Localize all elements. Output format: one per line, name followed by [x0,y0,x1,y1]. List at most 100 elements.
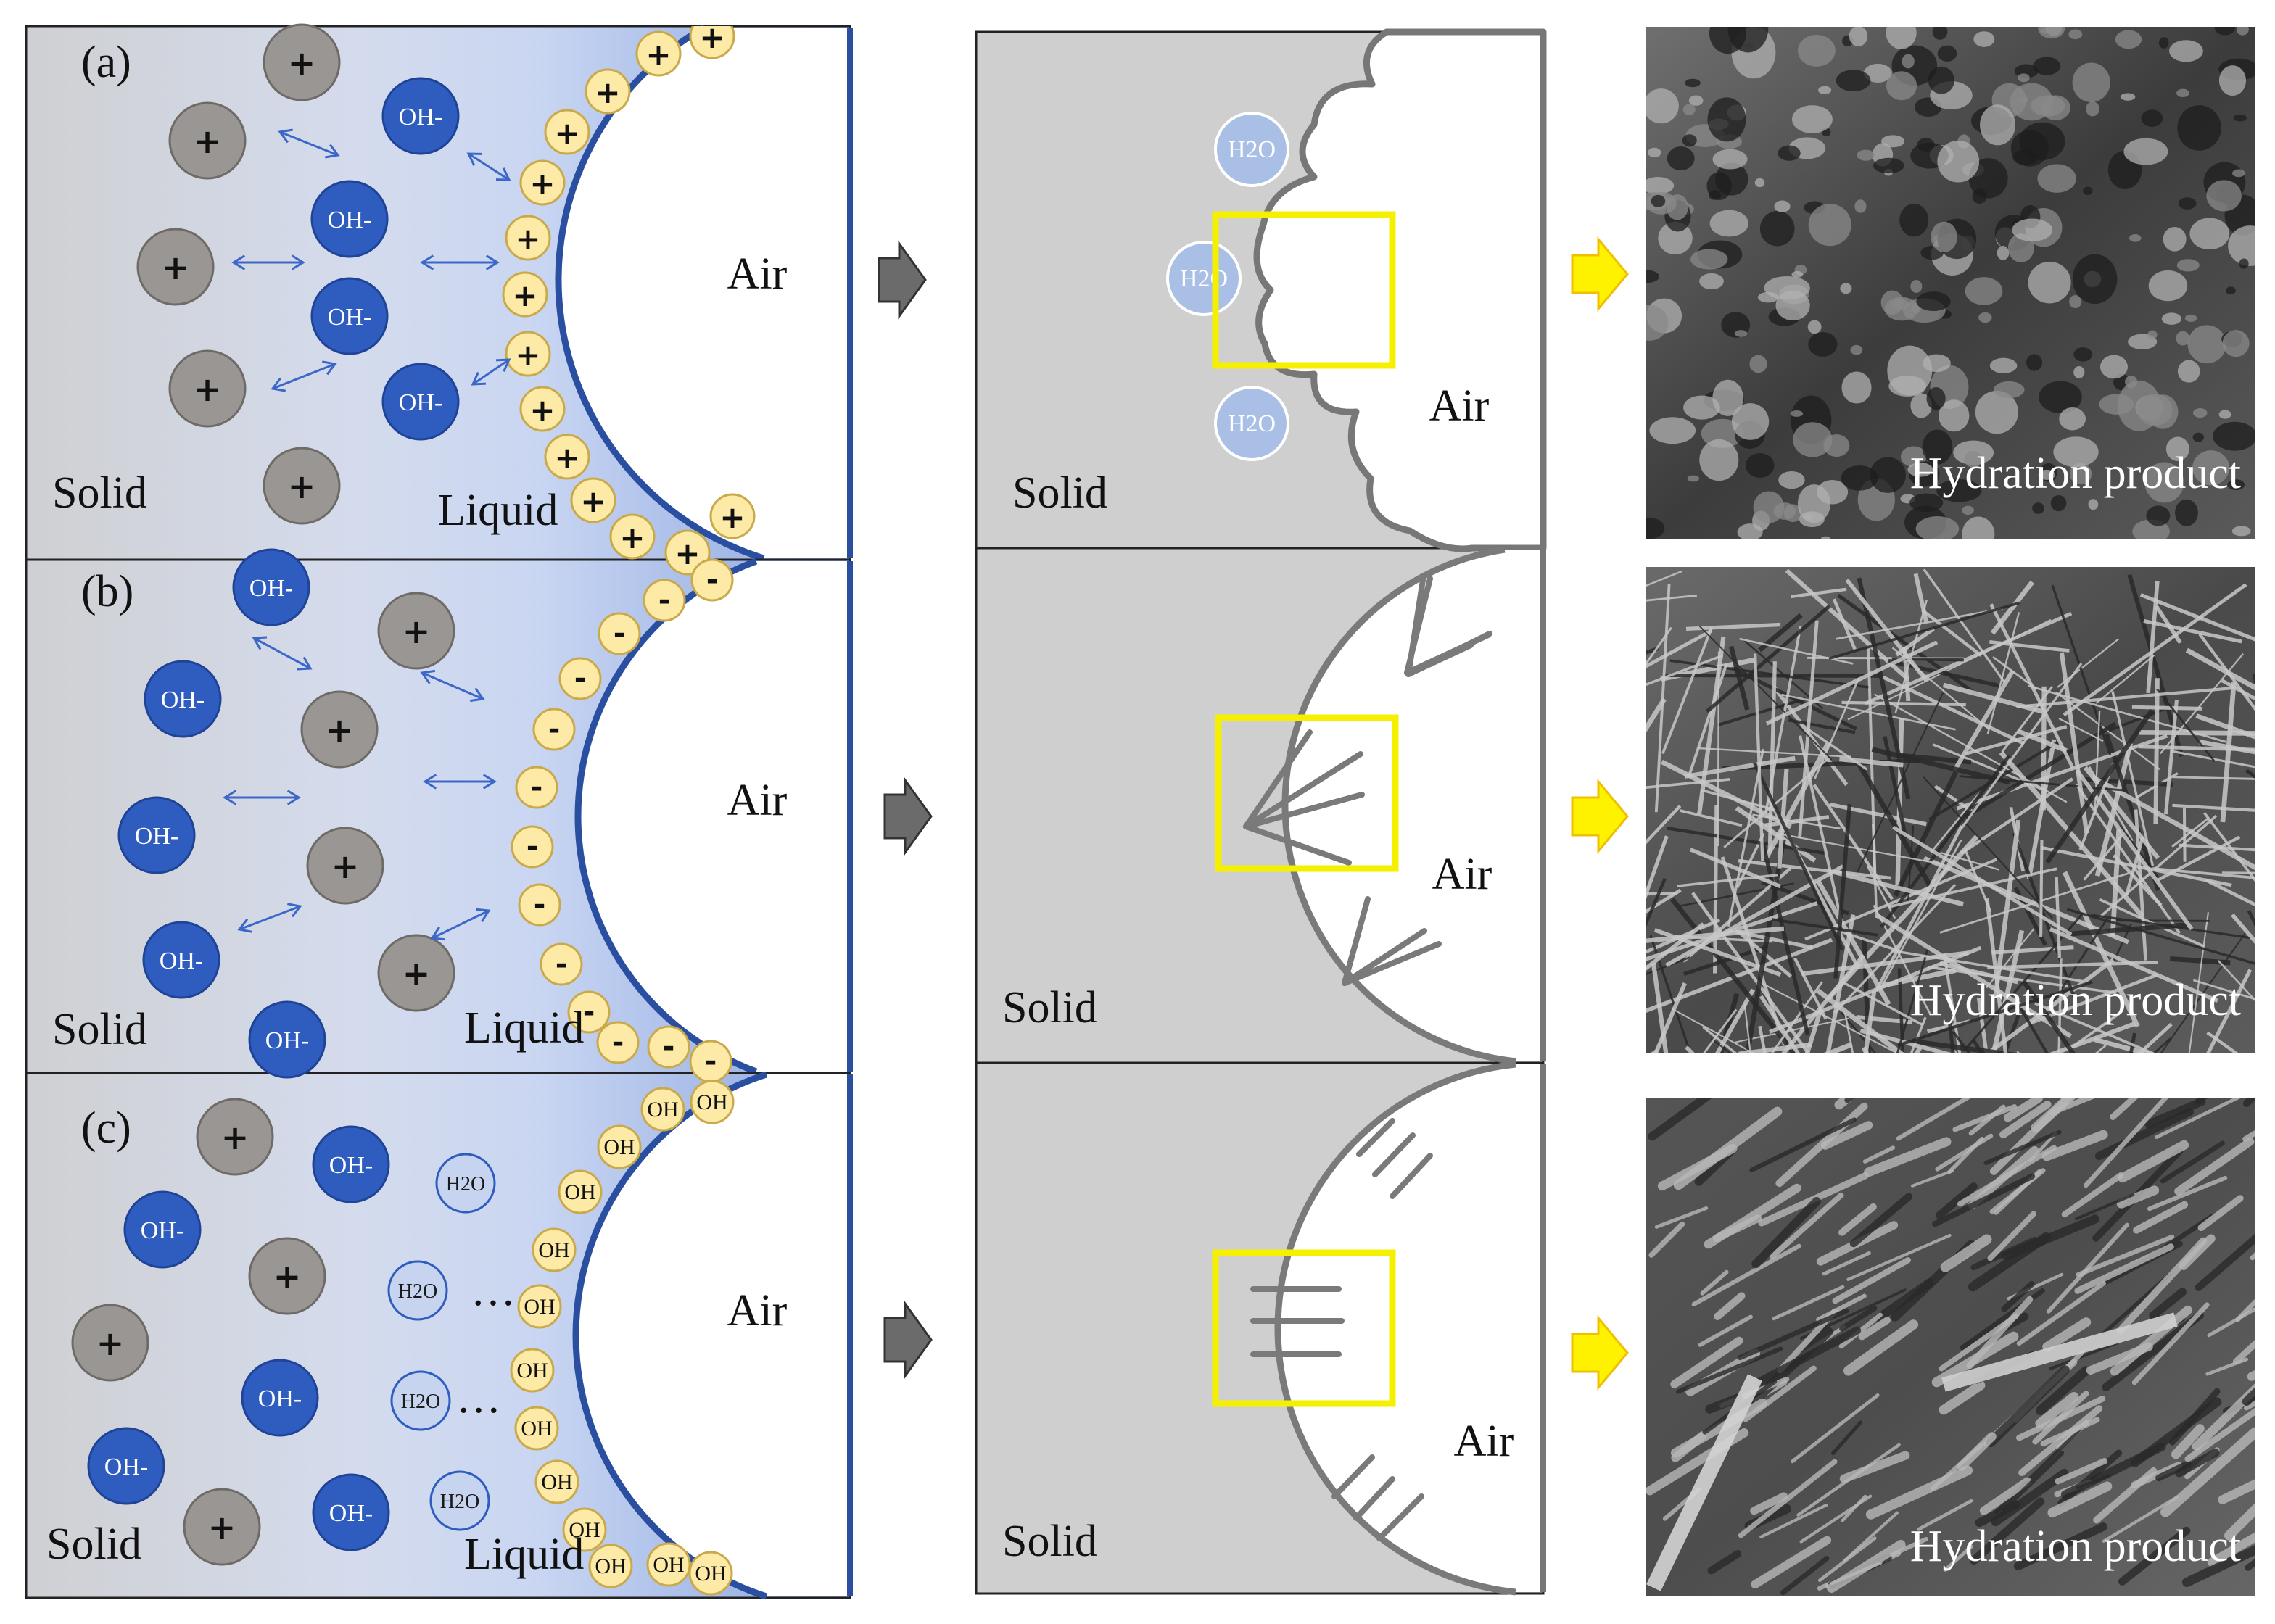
interaction-arrow [252,636,313,671]
surface-hydroxyl [510,1348,555,1393]
cation [263,23,341,102]
liquid-label: Liquid [438,486,558,535]
surface-cation-label: + [554,115,579,151]
air-label: Air [727,1286,788,1335]
surface-anion [596,1021,640,1064]
highlight-box [1215,714,1399,872]
surface-anion-label: - [556,948,568,981]
interaction-arrow [231,254,305,270]
needle-cluster [1404,576,1491,676]
pore-wall [1274,1061,1516,1596]
cation [300,690,379,768]
surface-hydroxyl [688,1551,733,1596]
solid-label: Solid [52,468,147,518]
surface-cation-label: + [515,221,540,257]
surface-hydroxyl [558,1169,603,1214]
interaction-arrow [420,254,500,270]
surface-anion-label: - [705,1045,717,1078]
hydroxide-ion [381,77,460,155]
cation-label: + [194,122,222,161]
cation-label: + [402,612,431,651]
surface-anion [511,825,554,869]
needle-cluster [1342,896,1442,986]
surface-cation [544,434,590,480]
cation-label: + [96,1324,125,1363]
surface-hydroxyl-label: OH [595,1554,626,1578]
hydroxide-ion [312,1473,390,1552]
hydroxide-label: OH- [399,104,442,130]
sem-texture [1646,27,2255,539]
surface-hydroxyl [690,1080,735,1124]
air-label: Air [1454,1417,1514,1466]
hydroxide-ion [310,180,389,258]
air-label: Air [727,249,788,299]
sem-micrograph-1: Hydration product [1646,27,2255,539]
cation [377,592,455,670]
surface-anion-label: - [663,1030,675,1064]
panel-label: (c) [81,1103,131,1153]
surface-hydroxyl-label: OH [516,1359,548,1383]
hydroxide-ion [144,660,222,738]
interaction-arrow [223,790,301,805]
surface-anion-label: - [612,1026,624,1059]
water-molecule [429,1470,490,1531]
interaction-arrow [271,360,337,392]
sem-texture [1646,568,2255,1053]
hydroxide-ion [241,1359,319,1437]
micrograph-caption: Hydration product [1910,976,2241,1025]
hydroxide-label: OH- [265,1027,309,1054]
hydroxide-ion [87,1427,165,1505]
surface-cation [709,493,756,539]
pore-wall [1281,546,1516,1065]
hydroxide-label: OH- [141,1217,184,1244]
surface-anion-label: - [706,563,719,597]
hydroxide-ion [232,548,310,626]
cation-label: + [273,1257,302,1296]
liquid-label: Liquid [464,1530,584,1579]
hydroxide-label: OH- [161,687,205,713]
water-label: H2O [1228,136,1276,163]
surface-hydroxyl [534,1459,579,1504]
cation [71,1304,149,1382]
interaction-arrow [278,128,340,159]
surface-anion-label: - [534,888,546,921]
water-label: H2O [446,1173,485,1196]
cation [377,934,455,1012]
cation [168,349,247,428]
surface-cation [505,215,551,261]
solid-label: Solid [1012,468,1107,518]
surface-anion [518,883,561,927]
cation [183,1488,261,1566]
hydroxide-label: OH- [135,823,178,850]
surface-hydroxyl-label: OH [538,1238,569,1262]
surface-cation [609,513,656,560]
pore [1277,1064,1543,1592]
water-label: H2O [398,1280,437,1303]
solid-label: Solid [1002,1517,1097,1566]
surface-hydroxyl-label: OH [524,1295,555,1319]
surface-cation-label: + [595,75,620,110]
cation-label: + [194,370,222,409]
sem-micrograph-3: Hydration product [1646,1098,2255,1596]
surface-anion-label: - [658,584,671,617]
air-bubble [578,561,850,1072]
hydroxide-label: OH- [329,1152,373,1179]
water-molecule [1214,386,1289,461]
surface-anion-label: - [583,995,595,1029]
solid-label: Solid [1002,983,1097,1032]
surface-anion-label: - [548,713,561,746]
hydroxide-ion [312,1125,390,1204]
surface-cation [505,331,551,377]
interaction-arrow [420,669,485,703]
surface-hydroxyl [517,1284,562,1329]
surface-hydroxyl-label: OH [569,1518,600,1542]
surface-hydroxyl-label: OH [521,1417,552,1441]
surface-anion [647,1025,690,1069]
surface-cation-label: + [580,484,606,519]
ellipsis: … [471,1266,516,1315]
surface-hydroxyl-label: OH [647,1098,678,1122]
sem-micrograph-2: Hydration product [1646,567,2255,1053]
